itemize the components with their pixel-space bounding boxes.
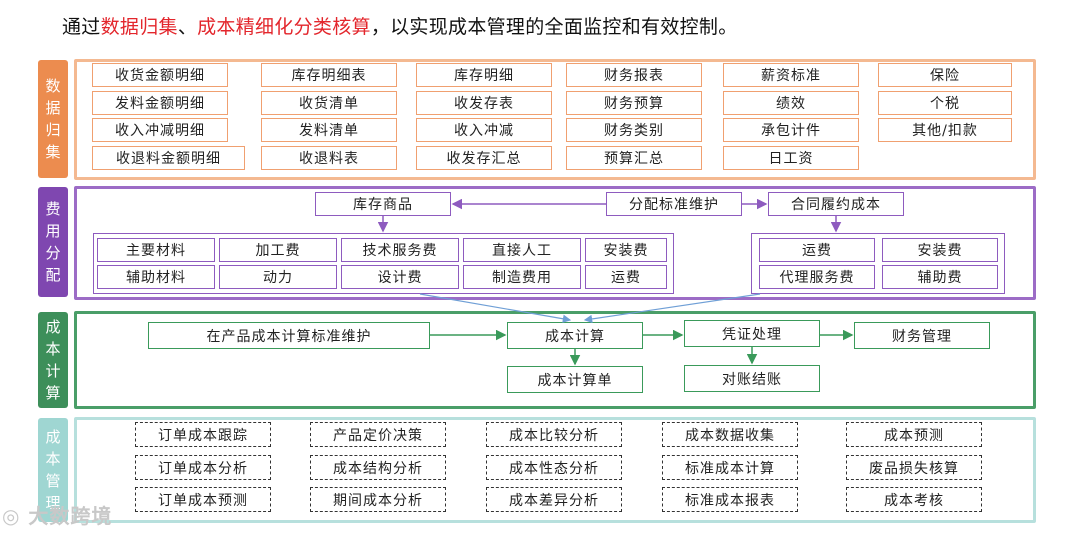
data-item-box: 个税 (878, 91, 1012, 115)
fee-item-box: 主要材料 (97, 238, 215, 262)
cost-mgmt-item-box: 成本差异分析 (486, 487, 622, 512)
fee-item-box: 直接人工 (463, 238, 581, 262)
cost-mgmt-item-box: 标准成本计算 (662, 455, 798, 480)
tab-char: 成 (45, 318, 61, 336)
data-item-box: 收入冲减 (416, 118, 552, 142)
data-item-box: 收货清单 (261, 91, 397, 115)
fee-contract-item-box: 辅助费 (882, 265, 998, 289)
allocation-rule-box: 分配标准维护 (606, 192, 742, 216)
cost-mgmt-item-box: 期间成本分析 (310, 487, 446, 512)
data-item-box: 绩效 (723, 91, 859, 115)
watermark: ◎ 大数跨境 (2, 504, 113, 528)
tab-char: 管 (45, 472, 61, 490)
tab-char: 理 (45, 494, 61, 512)
fee-right-group (751, 233, 1005, 294)
cost-mgmt-item-box: 成本预测 (846, 422, 982, 447)
wip-standard-box: 在产品成本计算标准维护 (148, 322, 430, 349)
title-highlight-data: 数据归集 (100, 16, 178, 38)
data-item-box: 库存明细 (416, 63, 552, 87)
cost-mgmt-item-box: 成本考核 (846, 487, 982, 512)
section-tab-fee: 费用分配 (38, 187, 68, 297)
fee-item-box: 设计费 (341, 265, 459, 289)
section-band-fee (74, 186, 1036, 300)
tab-char: 集 (45, 143, 61, 161)
section-tab-data: 数据归集 (38, 60, 68, 178)
cost-mgmt-item-box: 标准成本报表 (662, 487, 798, 512)
fee-contract-item-box: 运费 (759, 238, 875, 262)
fee-item-box: 辅助材料 (97, 265, 215, 289)
section-tab-mgmt: 成本管理 (38, 418, 68, 522)
data-item-box: 收退料金额明细 (92, 146, 245, 170)
data-item-box: 发料清单 (261, 118, 397, 142)
inventory-goods-box: 库存商品 (315, 192, 451, 216)
cost-mgmt-item-box: 订单成本跟踪 (135, 422, 271, 447)
reconcile-box: 对账结账 (684, 365, 820, 392)
section-band-mgmt (74, 417, 1036, 523)
section-band-calc (74, 311, 1036, 409)
data-item-box: 其他/扣款 (878, 118, 1012, 142)
arrow-left-to-calc (419, 293, 572, 323)
cost-mgmt-item-box: 产品定价决策 (310, 422, 446, 447)
tab-char: 据 (45, 99, 61, 117)
finance-box: 财务管理 (854, 322, 990, 349)
cost-mgmt-item-box: 成本比较分析 (486, 422, 622, 447)
tab-char: 成 (45, 428, 61, 446)
data-item-box: 财务类别 (566, 118, 702, 142)
fee-item-box: 安装费 (585, 238, 667, 262)
data-item-box: 薪资标准 (723, 63, 859, 87)
cost-mgmt-item-box: 订单成本分析 (135, 455, 271, 480)
arrow-right-to-calc (583, 293, 761, 324)
fee-item-box: 运费 (585, 265, 667, 289)
tab-char: 本 (45, 340, 61, 358)
cost-mgmt-item-box: 成本数据收集 (662, 422, 798, 447)
tab-char: 配 (45, 266, 61, 284)
fee-contract-item-box: 代理服务费 (759, 265, 875, 289)
tab-char: 本 (45, 450, 61, 468)
data-item-box: 收退料表 (261, 146, 397, 170)
data-item-box: 预算汇总 (566, 146, 702, 170)
data-item-box: 财务预算 (566, 91, 702, 115)
data-item-box: 收入冲减明细 (92, 118, 228, 142)
watermark-logo-icon: ◎ (2, 504, 21, 528)
tab-char: 计 (45, 362, 61, 380)
page-title: 通过数据归集、成本精细化分类核算，以实现成本管理的全面监控和有效控制。 (62, 16, 738, 38)
fee-item-box: 加工费 (219, 238, 337, 262)
cost-calc-box: 成本计算 (507, 322, 643, 349)
fee-item-box: 技术服务费 (341, 238, 459, 262)
fee-item-box: 制造费用 (463, 265, 581, 289)
tab-char: 算 (45, 384, 61, 402)
data-item-box: 收发存汇总 (416, 146, 552, 170)
cost-mgmt-item-box: 成本结构分析 (310, 455, 446, 480)
section-tab-calc: 成本计算 (38, 312, 68, 408)
data-item-box: 日工资 (723, 146, 859, 170)
tab-char: 费 (45, 200, 61, 218)
tab-char: 归 (45, 121, 61, 139)
fee-item-box: 动力 (219, 265, 337, 289)
data-item-box: 财务报表 (566, 63, 702, 87)
data-item-box: 发料金额明细 (92, 91, 228, 115)
voucher-box: 凭证处理 (684, 320, 820, 347)
tab-char: 用 (45, 222, 61, 240)
tab-char: 数 (45, 77, 61, 95)
cost-mgmt-item-box: 成本性态分析 (486, 455, 622, 480)
cost-sheet-box: 成本计算单 (507, 366, 643, 393)
section-band-data (74, 59, 1036, 180)
data-item-box: 保险 (878, 63, 1012, 87)
data-item-box: 收货金额明细 (92, 63, 228, 87)
data-item-box: 库存明细表 (261, 63, 397, 87)
cost-mgmt-item-box: 订单成本预测 (135, 487, 271, 512)
fee-contract-item-box: 安装费 (882, 238, 998, 262)
fee-left-group (93, 233, 674, 294)
data-item-box: 收发存表 (416, 91, 552, 115)
title-highlight-cost: 成本精细化分类核算 (197, 16, 371, 38)
contract-cost-box: 合同履约成本 (768, 192, 904, 216)
cost-mgmt-item-box: 废品损失核算 (846, 455, 982, 480)
tab-char: 分 (45, 244, 61, 262)
data-item-box: 承包计件 (723, 118, 859, 142)
